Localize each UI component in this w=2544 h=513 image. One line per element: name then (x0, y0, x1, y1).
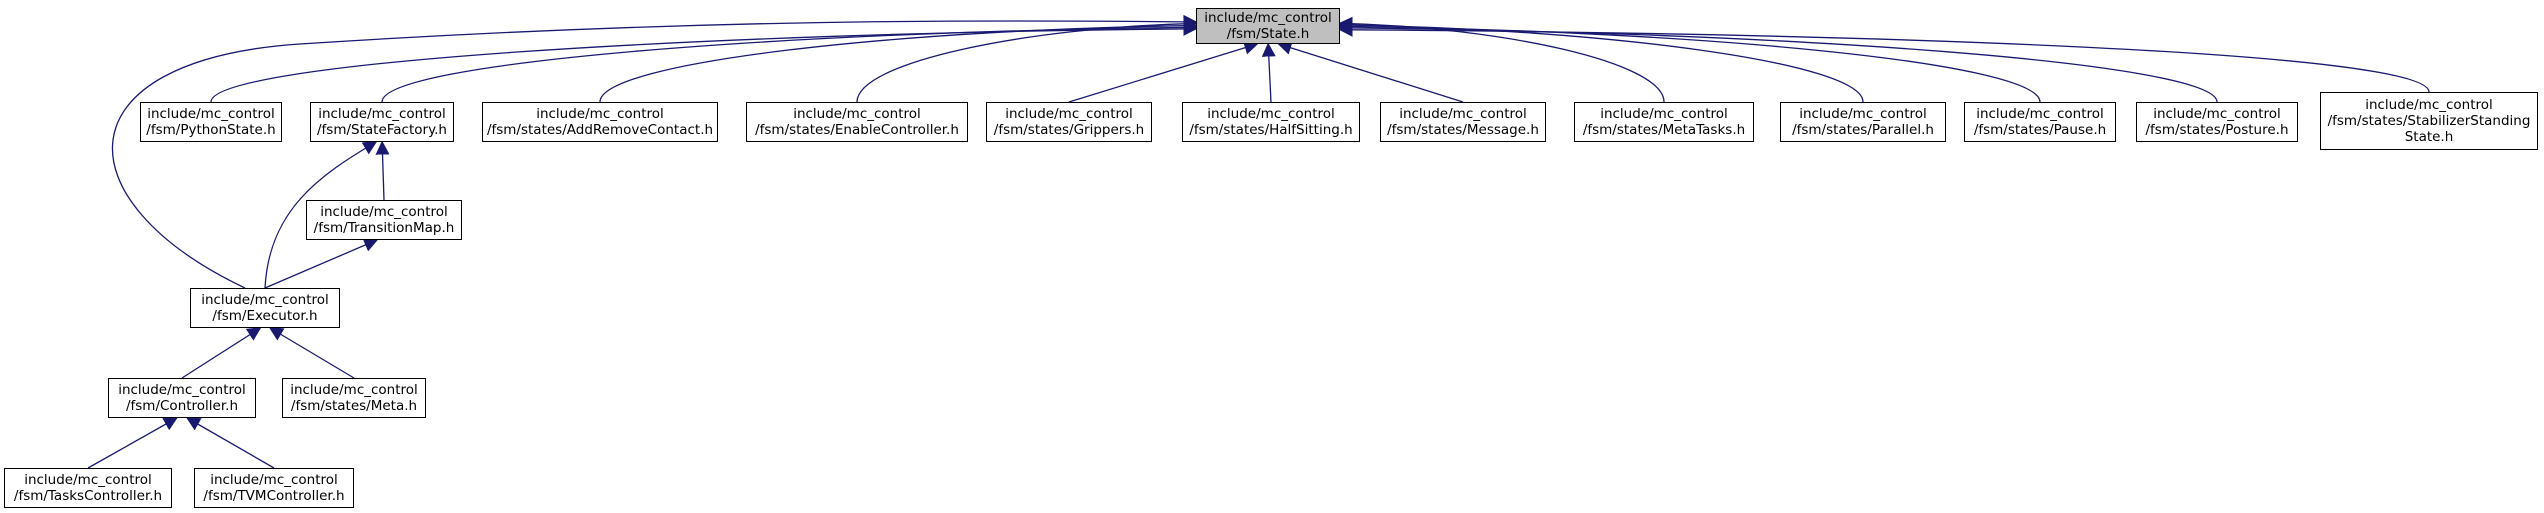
edge-taskscontroller-to-controller (87, 417, 178, 469)
node-label-line2: /fsm/states/EnableController.h (755, 122, 959, 138)
node-posture-h[interactable]: include/mc_control /fsm/states/Posture.h (2136, 102, 2298, 142)
node-label-line2: /fsm/StateFactory.h (316, 122, 447, 138)
edge-posture-to-state (1338, 21, 2218, 103)
node-stabilizerstandingstate-h[interactable]: include/mc_control /fsm/states/Stabilize… (2320, 92, 2538, 150)
node-label-line2: /fsm/TransitionMap.h (313, 220, 455, 236)
node-label-line2: /fsm/states/Parallel.h (1792, 122, 1934, 138)
node-label-line1: include/mc_control (320, 204, 448, 220)
node-label-line1: include/mc_control (1204, 10, 1332, 26)
node-label-line1: include/mc_control (1976, 106, 2104, 122)
node-label-line3: State.h (2404, 129, 2454, 145)
node-meta-h[interactable]: include/mc_control /fsm/states/Meta.h (282, 378, 426, 418)
node-tvmcontroller-h[interactable]: include/mc_control /fsm/TVMController.h (194, 468, 354, 508)
node-label-line1: include/mc_control (118, 382, 246, 398)
node-label-line1: include/mc_control (1600, 106, 1728, 122)
edge-executor-to-transitionmap (264, 238, 379, 289)
node-label-line1: include/mc_control (2365, 97, 2493, 113)
node-label-line2: /fsm/states/StabilizerStanding (2327, 113, 2531, 129)
node-label-line1: include/mc_control (793, 106, 921, 122)
edge-transitionmap-to-statefactory (375, 140, 390, 201)
node-transitionmap-h[interactable]: include/mc_control /fsm/TransitionMap.h (306, 200, 462, 240)
node-label-line2: /fsm/states/AddRemoveContact.h (486, 122, 714, 138)
node-label-line2: /fsm/Controller.h (125, 398, 239, 414)
node-label-line1: include/mc_control (318, 106, 446, 122)
node-label-line1: include/mc_control (210, 472, 338, 488)
node-label-line1: include/mc_control (1399, 106, 1527, 122)
edge-pause-to-state (1338, 19, 2041, 103)
node-label-line2: /fsm/states/HalfSitting.h (1189, 122, 1353, 138)
node-label-line1: include/mc_control (1207, 106, 1335, 122)
node-label-line2: /fsm/states/Pause.h (1973, 122, 2107, 138)
node-metatasks-h[interactable]: include/mc_control /fsm/states/MetaTasks… (1574, 102, 1754, 142)
node-executor-h[interactable]: include/mc_control /fsm/Executor.h (190, 288, 340, 328)
edge-enablecontroller-to-state (856, 16, 1198, 103)
node-addremovecontact-h[interactable]: include/mc_control /fsm/states/AddRemove… (482, 102, 718, 142)
edge-addremovecontact-to-state (599, 18, 1198, 103)
node-label-line2: /fsm/states/MetaTasks.h (1582, 122, 1746, 138)
node-label-line1: include/mc_control (1799, 106, 1927, 122)
edge-grippers-to-state (1068, 41, 1259, 103)
node-label-line1: include/mc_control (1005, 106, 1133, 122)
node-label-line2: /fsm/TasksController.h (13, 488, 163, 504)
node-parallel-h[interactable]: include/mc_control /fsm/states/Parallel.… (1780, 102, 1946, 142)
node-controller-h[interactable]: include/mc_control /fsm/Controller.h (108, 378, 256, 418)
node-label-line2: /fsm/states/Meta.h (290, 398, 418, 414)
node-state-h: include/mc_control /fsm/State.h (1196, 8, 1340, 44)
node-halfsitting-h[interactable]: include/mc_control /fsm/states/HalfSitti… (1182, 102, 1360, 142)
edge-stabilizer-to-state (1338, 22, 2430, 93)
edge-executor-to-statefactory (264, 141, 378, 289)
node-grippers-h[interactable]: include/mc_control /fsm/states/Grippers.… (986, 102, 1152, 142)
node-label-line1: include/mc_control (2153, 106, 2281, 122)
node-label-line2: /fsm/TVMController.h (203, 488, 345, 504)
node-label-line2: /fsm/states/Message.h (1387, 122, 1539, 138)
node-label-line2: /fsm/Executor.h (212, 308, 318, 324)
node-pause-h[interactable]: include/mc_control /fsm/states/Pause.h (1964, 102, 2116, 142)
node-label-line2: /fsm/states/Posture.h (2145, 122, 2289, 138)
node-label-line1: include/mc_control (24, 472, 152, 488)
node-label-line2: /fsm/states/Grippers.h (993, 122, 1145, 138)
edge-controller-to-executor (181, 327, 262, 379)
edge-executor-to-state (111, 14, 1198, 289)
node-taskscontroller-h[interactable]: include/mc_control /fsm/TasksController.… (4, 468, 172, 508)
node-label-line1: include/mc_control (201, 292, 329, 308)
edge-halfsitting-to-state (1261, 42, 1276, 103)
node-enablecontroller-h[interactable]: include/mc_control /fsm/states/EnableCon… (746, 102, 968, 142)
node-pythonstate-h[interactable]: include/mc_control /fsm/PythonState.h (140, 102, 282, 142)
node-label-line2: /fsm/PythonState.h (146, 122, 276, 138)
node-label-line1: include/mc_control (536, 106, 664, 122)
node-message-h[interactable]: include/mc_control /fsm/states/Message.h (1380, 102, 1546, 142)
edge-message-to-state (1277, 41, 1464, 103)
edge-meta-to-executor (268, 327, 355, 379)
node-label-line1: include/mc_control (290, 382, 418, 398)
node-label-line1: include/mc_control (147, 106, 275, 122)
edge-statefactory-to-state (381, 20, 1198, 103)
node-statefactory-h[interactable]: include/mc_control /fsm/StateFactory.h (310, 102, 454, 142)
node-label-line2: /fsm/State.h (1226, 26, 1310, 42)
edge-tvmcontroller-to-controller (185, 417, 275, 469)
